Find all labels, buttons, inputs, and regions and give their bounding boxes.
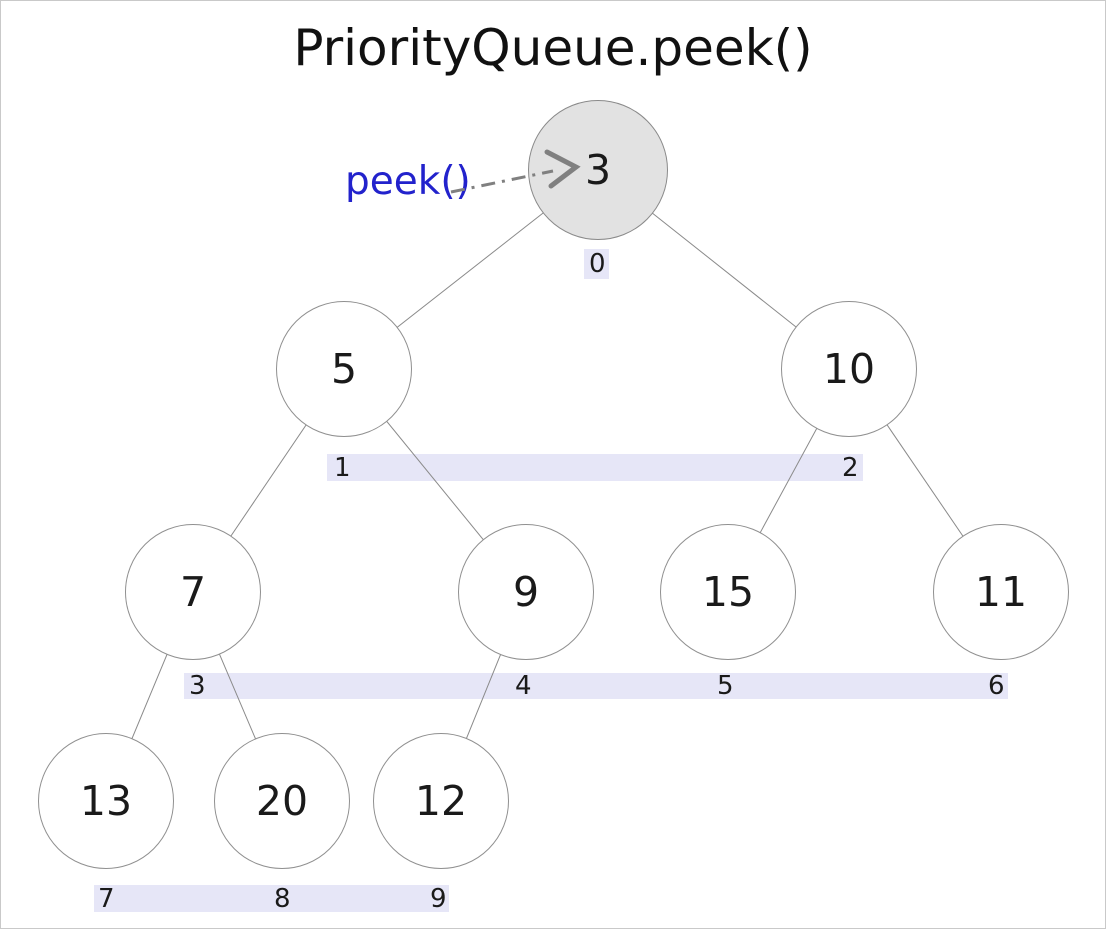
heap-node-13: 13 [38, 733, 174, 869]
heap-node-10: 10 [781, 301, 917, 437]
array-index-label-3: 3 [189, 671, 206, 701]
array-index-label-8: 8 [274, 883, 291, 914]
heap-node-11: 11 [933, 524, 1069, 660]
heap-node-5: 5 [276, 301, 412, 437]
index-band-3: 7 8 9 [94, 885, 449, 912]
heap-node-9: 9 [458, 524, 594, 660]
heap-node-15: 15 [660, 524, 796, 660]
heap-node-7: 7 [125, 524, 261, 660]
index-band-0: 0 [584, 249, 609, 279]
array-index-label-0: 0 [589, 249, 606, 279]
array-index-label-2: 2 [842, 452, 859, 483]
index-band-2: 3 4 5 6 [184, 673, 1008, 699]
array-index-label-9: 9 [430, 883, 447, 914]
peek-annotation-label: peek() [345, 159, 471, 204]
figure-title: PriorityQueue.peek() [293, 19, 813, 77]
array-index-label-7: 7 [98, 883, 115, 914]
array-index-label-4: 4 [515, 671, 532, 701]
array-index-label-6: 6 [988, 671, 1005, 701]
heap-node-12: 12 [373, 733, 509, 869]
heap-node-20: 20 [214, 733, 350, 869]
array-index-label-1: 1 [334, 452, 351, 483]
array-index-label-5: 5 [717, 671, 734, 701]
